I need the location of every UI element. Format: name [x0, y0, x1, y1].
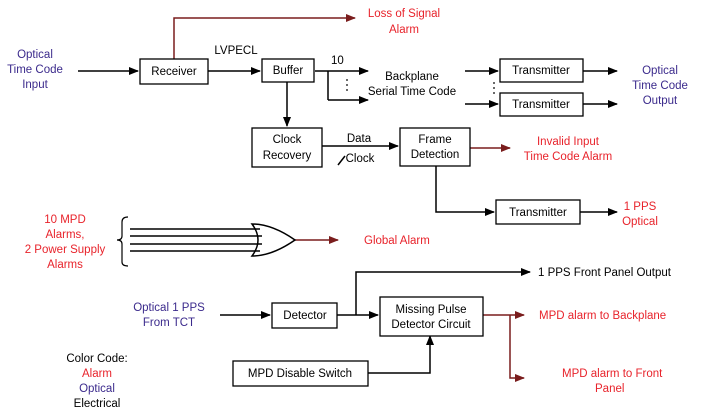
transmitter-mid-block: [499, 92, 584, 117]
invalid-input-label-2: Time Code Alarm: [524, 151, 612, 163]
mpd-alarms-label-4: Alarms: [47, 259, 83, 271]
transmitter-mid-label: Transmitter: [512, 99, 570, 111]
optical-output-label-1: Optical: [642, 65, 678, 77]
detector-label: Detector: [283, 310, 327, 322]
global-alarm-label: Global Alarm: [364, 235, 430, 247]
legend-title: Color Code:: [66, 353, 127, 365]
transmitter-pps-label: Transmitter: [509, 207, 567, 219]
or-gate: [250, 223, 297, 257]
buffer-block: [261, 58, 315, 83]
alarm-brace: [116, 216, 129, 267]
loss-of-signal-label-2: Alarm: [389, 24, 419, 36]
loss-of-signal-label-1: Loss of Signal: [368, 8, 440, 20]
pps-optical-label-2: Optical: [622, 216, 658, 228]
receiver-label: Receiver: [151, 66, 197, 78]
legend-alarm: Alarm: [82, 368, 112, 380]
optical-input-label-1: Optical: [17, 49, 53, 61]
mpd-disable-label: MPD Disable Switch: [248, 368, 352, 380]
optical-input-label-3: Input: [22, 79, 48, 91]
mpd-front-label-2: Panel: [595, 383, 624, 395]
backplane-label-1: Backplane: [385, 71, 439, 83]
buffer-label: Buffer: [273, 65, 304, 77]
mpd-alarms-label-2: Alarms,: [46, 229, 85, 241]
clock-recovery-label-1: Clock: [273, 134, 302, 146]
mpd-front-label-1: MPD alarm to Front: [562, 368, 663, 380]
backplane-label-2: Serial Time Code: [368, 86, 456, 98]
mpd-disable-block: [232, 360, 369, 387]
data-label: Data: [347, 133, 372, 145]
frame-detection-block: [399, 127, 471, 167]
legend-electrical: Electrical: [74, 398, 121, 410]
legend-optical: Optical: [79, 383, 115, 395]
optical-output-label-3: Output: [643, 95, 678, 107]
missing-pulse-block: [379, 296, 484, 337]
ellipsis-dots: [346, 79, 495, 94]
receiver-block: [139, 58, 209, 85]
transmitter-pps-block: [495, 199, 581, 225]
optical-input-label-2: Time Code: [7, 64, 63, 76]
missing-pulse-label-1: Missing Pulse: [396, 304, 467, 316]
pps-front-panel-label: 1 PPS Front Panel Output: [538, 267, 672, 279]
mpd-alarms-label-3: 2 Power Supply: [25, 244, 106, 256]
invalid-input-label-1: Invalid Input: [537, 136, 600, 148]
optical-pps-label-1: Optical 1 PPS: [133, 302, 205, 314]
transmitter-top-block: [499, 58, 584, 83]
mpd-alarms-label-1: 10 MPD: [44, 214, 86, 226]
frame-detection-label-1: Frame: [418, 134, 451, 146]
mpd-backplane-label: MPD alarm to Backplane: [539, 310, 666, 322]
clock-label: Clock: [346, 153, 375, 165]
missing-pulse-label-2: Detector Circuit: [391, 319, 471, 331]
clock-recovery-label-2: Recovery: [263, 150, 312, 162]
optical-output-label-2: Time Code: [632, 80, 688, 92]
frame-detection-label-2: Detection: [411, 149, 460, 161]
transmitter-top-label: Transmitter: [512, 65, 570, 77]
clock-recovery-block: [251, 127, 323, 168]
fanout-count-label: 10: [331, 55, 344, 67]
optical-pps-label-2: From TCT: [143, 317, 195, 329]
detector-block: [271, 302, 338, 329]
pps-optical-label-1: 1 PPS: [624, 201, 657, 213]
lvpecl-label: LVPECL: [214, 45, 258, 57]
connections: [78, 14, 618, 382]
